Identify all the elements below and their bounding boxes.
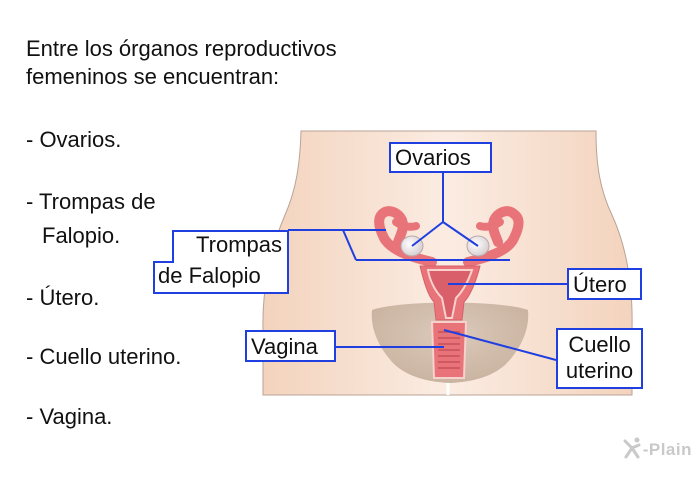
label-cervix-line-1: Cuello xyxy=(568,332,631,357)
list-item-vagina: - Vagina. xyxy=(26,403,112,431)
label-ovaries: Ovarios xyxy=(389,142,492,173)
fimbriae-left xyxy=(392,218,420,231)
intro-line-1: Entre los órganos reproductivos xyxy=(26,36,337,61)
label-vagina: Vagina xyxy=(245,330,336,362)
list-item-tubes: - Trompas de Falopio. xyxy=(26,188,156,250)
list-item-label: - Útero. xyxy=(26,285,100,310)
leader-lines xyxy=(288,173,567,361)
label-ovaries-text: Ovarios xyxy=(395,145,471,170)
uterine-cavity xyxy=(426,269,474,319)
label-fallopian-tubes: Trompas de Falopio xyxy=(153,230,289,294)
vaginal-rugae xyxy=(438,331,460,369)
xplain-logo-text: -Plain xyxy=(642,440,692,459)
list-item-label: - Trompas de xyxy=(26,189,156,214)
label-vagina-text: Vagina xyxy=(251,334,318,359)
list-item-cervix: - Cuello uterino. xyxy=(26,343,181,371)
label-uterus: Útero xyxy=(567,268,642,300)
xplain-logo: -Plain xyxy=(623,437,692,460)
label-cervix-line-2: uterino xyxy=(565,358,634,383)
label-fallopian-tubes-border xyxy=(153,230,289,294)
list-item-label: - Cuello uterino. xyxy=(26,344,182,369)
xplain-figure-icon xyxy=(623,437,641,459)
body-silhouette xyxy=(262,130,633,396)
list-item-label-cont: Falopio. xyxy=(42,223,121,248)
intro-text: Entre los órganos reproductivos femenino… xyxy=(26,35,337,91)
label-fallopian-tubes-line-2: de Falopio xyxy=(158,263,261,288)
list-item-uterus: - Útero. xyxy=(26,284,99,312)
label-uterus-text: Útero xyxy=(573,272,627,297)
list-item-label: - Vagina. xyxy=(26,404,113,429)
intro-line-2: femeninos se encuentran: xyxy=(26,64,280,89)
label-fallopian-tubes-line-1: Trompas xyxy=(196,232,282,257)
fimbriae-right xyxy=(476,218,504,231)
label-cervix: Cuello uterino xyxy=(556,328,643,389)
list-item-ovaries: - Ovarios. xyxy=(26,126,121,154)
list-item-label: - Ovarios. xyxy=(26,127,122,152)
